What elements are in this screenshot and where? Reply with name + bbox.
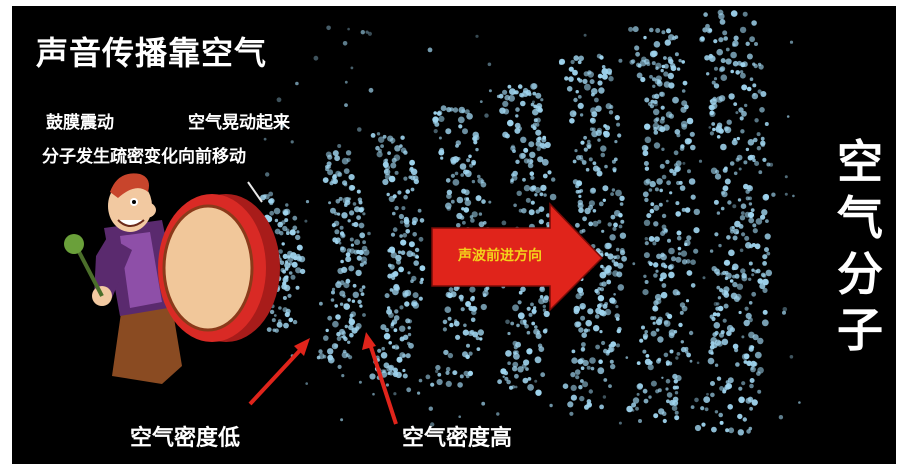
high-density-label: 空气密度高: [402, 420, 512, 452]
drummer-illustration: [12, 6, 896, 464]
air-movement-text: 空气晃动起来: [188, 108, 290, 133]
air-molecule-char: 气: [832, 190, 888, 246]
air-molecule-char: 空: [832, 134, 888, 190]
page-title: 声音传播靠空气: [36, 28, 267, 74]
molecule-change-text: 分子发生疏密变化向前移动: [42, 142, 246, 167]
drum: [158, 182, 280, 342]
low-density-label: 空气密度低: [130, 420, 240, 452]
air-molecule-label: 空 气 分 子: [832, 134, 888, 358]
air-molecule-char: 子: [832, 302, 888, 358]
air-molecule-char: 分: [832, 246, 888, 302]
wave-direction-label: 声波前进方向: [458, 245, 542, 265]
drum-vibration-text: 鼓膜震动: [46, 108, 114, 133]
diagram-canvas: 声音传播靠空气 鼓膜震动 空气晃动起来 分子发生疏密变化向前移动 声波前进方向 …: [12, 6, 896, 464]
